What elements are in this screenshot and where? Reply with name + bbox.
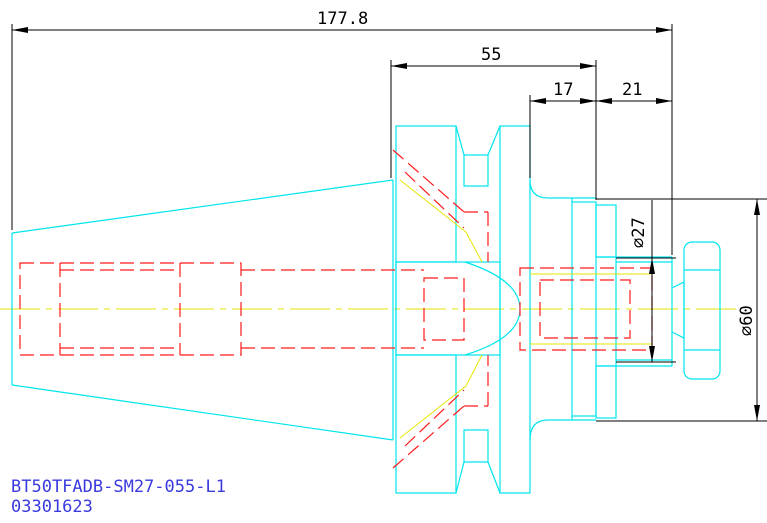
dim-pilot: 21: [622, 80, 642, 100]
dim-collar: 17: [553, 80, 573, 100]
dim-body-diameter: ⌀60: [737, 305, 757, 336]
dim-bore-diameter: ⌀27: [629, 217, 649, 248]
thread-lines: [399, 179, 652, 439]
part-number: BT50TFADB-SM27-055-L1: [11, 477, 226, 497]
taper-outline: [11, 179, 394, 441]
dimension-arrows: [12, 27, 760, 421]
dim-overall-length: 177.8: [317, 9, 368, 29]
flange-outline: [395, 125, 721, 494]
drawing-code: 03301623: [11, 497, 93, 517]
hidden-lines: [19, 149, 653, 469]
dim-flange-to-gauge: 55: [481, 45, 501, 65]
title-block: BT50TFADB-SM27-055-L1 03301623: [11, 477, 226, 517]
dimension-lines: [11, 24, 767, 422]
